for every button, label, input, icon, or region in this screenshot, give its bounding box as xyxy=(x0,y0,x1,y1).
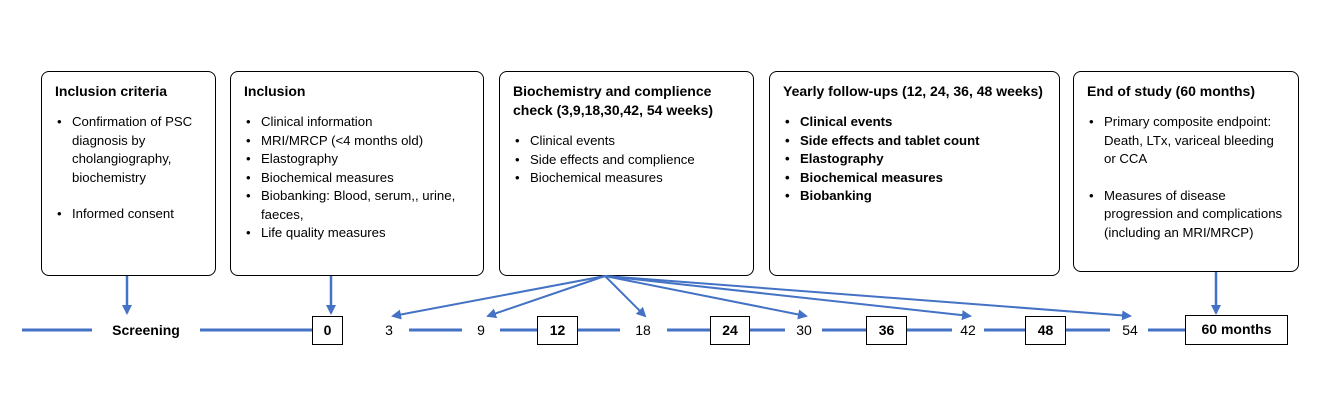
fan-arrow xyxy=(604,275,808,320)
yearly-followups-box: Yearly follow-ups (12, 24, 36, 48 weeks)… xyxy=(769,71,1060,276)
list-item: Primary composite endpoint: Death, LTx, … xyxy=(1087,113,1286,169)
list-item: Side effects and tablet count xyxy=(783,132,1047,151)
list-item: Biochemical measures xyxy=(513,169,741,188)
fan-arrow xyxy=(604,275,1132,321)
inclusion-criteria-list: Confirmation of PSC diagnosis by cholang… xyxy=(55,113,203,224)
list-item: Confirmation of PSC diagnosis by cholang… xyxy=(55,113,203,187)
timeline-mark-30: 30 xyxy=(796,322,812,338)
biochemistry-title: Biochemistry and complience check (3,9,1… xyxy=(513,83,714,118)
list-item: Biochemical measures xyxy=(244,169,471,188)
end-of-study-list: Primary composite endpoint: Death, LTx, … xyxy=(1087,113,1286,242)
timeline-mark-24: 24 xyxy=(710,316,750,345)
screening-label: Screening xyxy=(112,322,180,338)
list-item: Clinical information xyxy=(244,113,471,132)
timeline-mark-42: 42 xyxy=(960,322,976,338)
end-of-study-title: End of study (60 months) xyxy=(1087,83,1255,99)
biochemistry-list: Clinical events Side effects and complie… xyxy=(513,132,741,188)
list-item: Clinical events xyxy=(513,132,741,151)
timeline-mark-18: 18 xyxy=(635,322,651,338)
timeline-mark-9: 9 xyxy=(477,322,485,338)
timeline-mark-0: 0 xyxy=(312,316,343,345)
biochemistry-box: Biochemistry and complience check (3,9,1… xyxy=(499,71,754,276)
inclusion-criteria-box: Inclusion criteria Confirmation of PSC d… xyxy=(41,71,216,276)
timeline-mark-12: 12 xyxy=(537,316,578,345)
list-item: MRI/MRCP (<4 months old) xyxy=(244,132,471,151)
timeline-mark-60-months: 60 months xyxy=(1185,315,1288,345)
list-item: Measures of disease progression and comp… xyxy=(1087,187,1286,243)
fan-arrow xyxy=(604,275,972,321)
end-of-study-box: End of study (60 months) Primary composi… xyxy=(1073,71,1299,272)
timeline-mark-54: 54 xyxy=(1122,322,1138,338)
list-item: Informed consent xyxy=(55,205,203,224)
inclusion-criteria-title: Inclusion criteria xyxy=(55,83,168,99)
timeline-mark-48: 48 xyxy=(1025,316,1066,345)
list-item: Elastography xyxy=(244,150,471,169)
yearly-followups-list: Clinical events Side effects and tablet … xyxy=(783,113,1047,206)
inclusion-list: Clinical information MRI/MRCP (<4 months… xyxy=(244,113,471,243)
list-item: Clinical events xyxy=(783,113,1047,132)
list-item: Biobanking xyxy=(783,187,1047,206)
list-item: Biobanking: Blood, serum,, urine, faeces… xyxy=(244,187,471,224)
list-item: Biochemical measures xyxy=(783,169,1047,188)
fan-arrow xyxy=(391,275,606,320)
inclusion-box: Inclusion Clinical information MRI/MRCP … xyxy=(230,71,484,276)
yearly-followups-title: Yearly follow-ups (12, 24, 36, 48 weeks) xyxy=(783,83,1043,99)
list-item: Life quality measures xyxy=(244,224,471,243)
timeline-mark-3: 3 xyxy=(385,322,393,338)
list-item: Elastography xyxy=(783,150,1047,169)
timeline-mark-36: 36 xyxy=(866,316,907,345)
fan-arrow xyxy=(604,275,647,318)
list-item: Side effects and complience xyxy=(513,151,741,170)
inclusion-title: Inclusion xyxy=(244,83,306,99)
fan-arrow xyxy=(486,275,606,319)
